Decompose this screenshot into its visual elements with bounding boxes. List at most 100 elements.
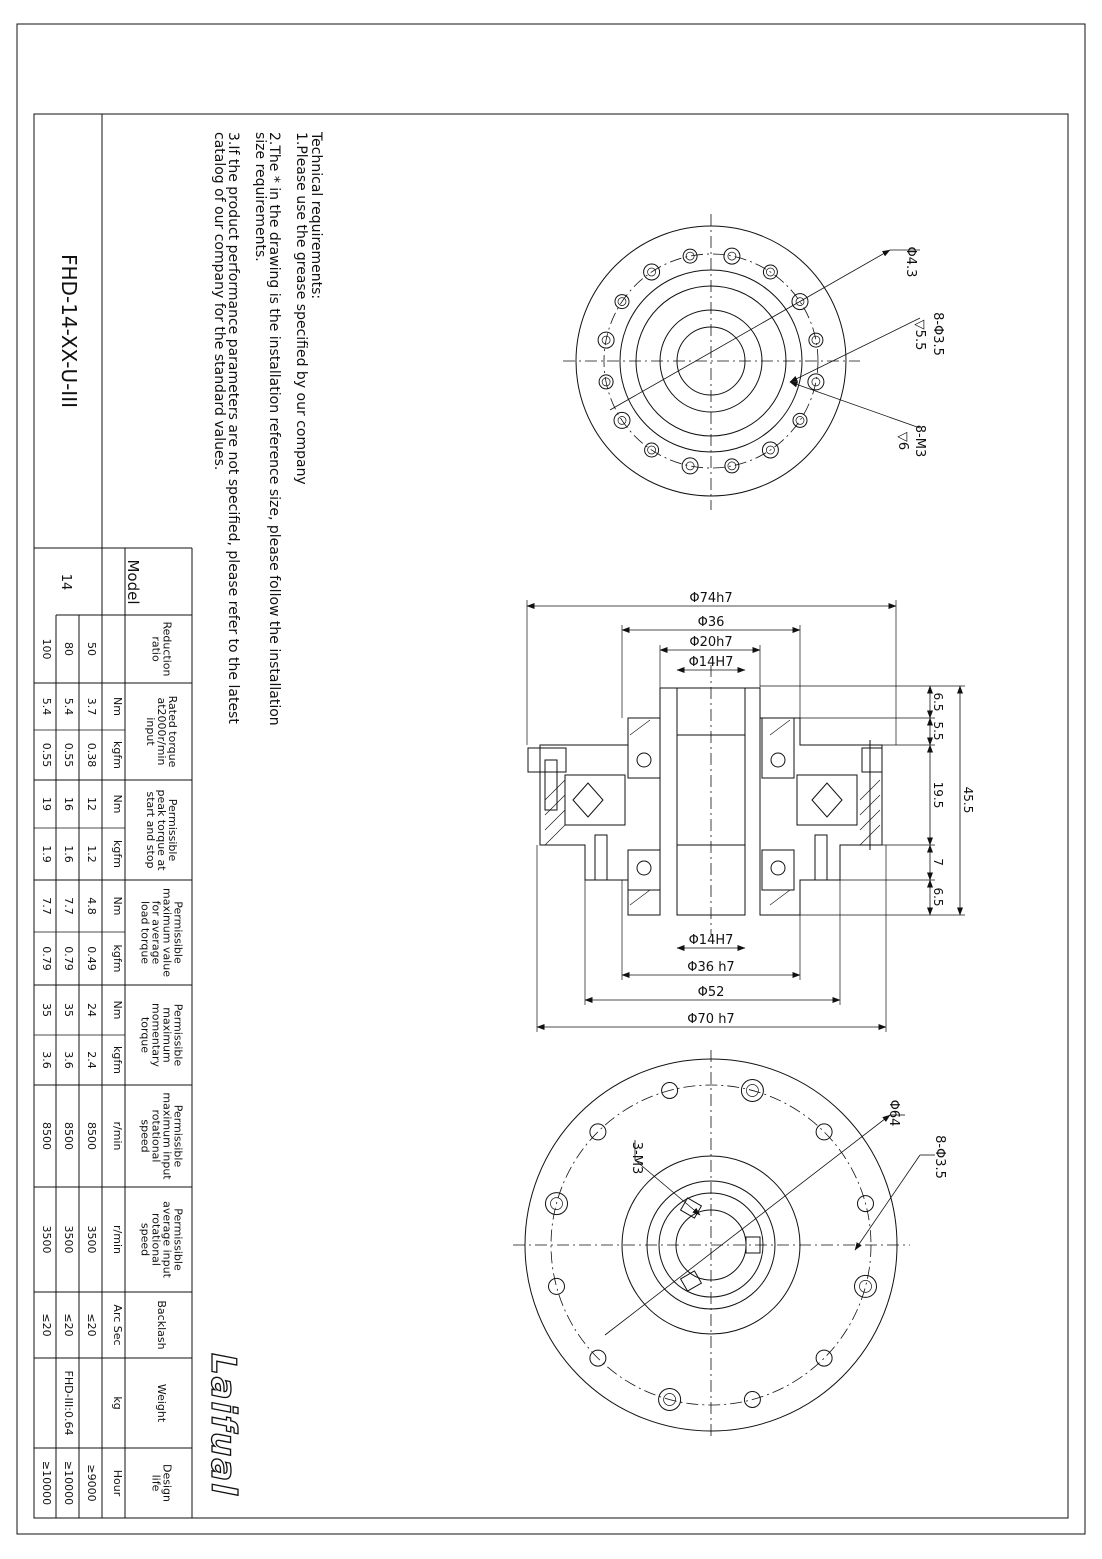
output-hole-inner — [663, 1393, 676, 1406]
spec-header: maximum value — [161, 888, 174, 977]
dim-phi20h7: Φ20h7 — [689, 635, 732, 650]
spec-header: ratio — [150, 636, 163, 662]
mounting-hole — [614, 294, 630, 310]
spec-cell: ≤20 — [40, 1313, 53, 1336]
spec-header: Reduction — [161, 622, 174, 677]
mounting-hole — [792, 412, 808, 428]
spec-cell: ≤20 — [85, 1313, 98, 1336]
output-hole — [589, 1349, 607, 1367]
spec-cell: 3.6 — [62, 1051, 75, 1069]
spec-header: life — [150, 1475, 163, 1492]
dim-3-m3: 3-M3 — [629, 1142, 644, 1174]
dim-len-7: 7 — [931, 858, 945, 866]
mounting-hole — [807, 373, 825, 391]
dim-top-phi43: Φ4.3 — [903, 247, 918, 278]
output-hole-inner — [550, 1197, 563, 1210]
spec-unit: r/min — [111, 1122, 124, 1151]
model-value: 14 — [58, 574, 73, 591]
spec-cell: 3.7 — [85, 698, 98, 716]
spec-header: maximum — [161, 1007, 174, 1062]
output-hole — [661, 1082, 679, 1099]
spec-header: momentary — [150, 1003, 163, 1067]
spec-cell: 35 — [40, 1003, 53, 1017]
spec-unit: kgfm — [111, 1046, 124, 1074]
mounting-hole-inner — [685, 461, 695, 471]
mounting-hole-inner — [647, 267, 656, 277]
dim-phi74h7: Φ74h7 — [689, 591, 732, 606]
spec-cell: 7.7 — [40, 897, 53, 915]
spec-header: Permissible — [172, 1105, 185, 1168]
spec-cell: 3.6 — [40, 1051, 53, 1069]
output-hole — [589, 1123, 607, 1141]
spec-cell: 8500 — [85, 1122, 98, 1150]
model-name: FHD-14-XX-U-III — [57, 254, 81, 408]
spec-cell: 12 — [85, 797, 98, 811]
mounting-hole — [598, 374, 614, 390]
spec-cell: 24 — [85, 1003, 98, 1017]
dim-top-8-phi35: 8-Φ3.5 — [930, 312, 945, 356]
spec-cell: 3500 — [40, 1226, 53, 1254]
spec-cell: 0.79 — [40, 946, 53, 971]
mounting-hole-inner — [617, 416, 627, 425]
mounting-hole — [643, 263, 661, 281]
spec-header: Rated torque — [166, 696, 179, 768]
output-hole-inner — [859, 1280, 872, 1293]
spec-cell: 16 — [62, 797, 75, 811]
output-hole — [854, 1274, 877, 1298]
mounting-hole — [597, 331, 615, 349]
output-hole — [815, 1123, 833, 1141]
dim-len-65-top: 6.5 — [931, 692, 945, 711]
dim-phi14h7-bottom: Φ14H7 — [689, 933, 734, 948]
output-hole — [857, 1195, 874, 1213]
spec-header: speed — [139, 1223, 152, 1256]
dim-len-455: 45.5 — [961, 787, 975, 814]
spec-cell: ≥10000 — [62, 1461, 75, 1505]
spec-cell: 1.2 — [85, 845, 98, 863]
spec-header: torque — [139, 1017, 152, 1053]
spec-cell: 100 — [40, 639, 53, 660]
spec-header: average input — [161, 1201, 174, 1279]
mounting-hole — [724, 458, 740, 474]
spec-cell: 5.4 — [40, 698, 53, 716]
dim-top-8-m3: 8-M3 — [912, 425, 927, 457]
dim-phi52: Φ52 — [698, 985, 725, 1000]
spec-header: maximum input — [161, 1092, 174, 1180]
spec-header: at2000r/min — [155, 697, 168, 765]
note-line: Technical requirements: — [308, 131, 324, 299]
spec-cell: ≥9000 — [85, 1464, 98, 1501]
bottom-view — [513, 1050, 935, 1440]
mounting-hole-inner — [811, 377, 821, 387]
spec-unit: kg — [111, 1396, 124, 1409]
spec-unit: Hour — [111, 1470, 124, 1497]
mounting-hole-inner — [727, 461, 737, 471]
mounting-hole-inner — [647, 445, 656, 455]
spec-cell: 0.38 — [85, 743, 98, 768]
spec-header: Backlash — [155, 1300, 168, 1349]
spec-unit: kgfm — [111, 945, 124, 973]
mounting-hole-inner — [727, 251, 737, 261]
spec-header: input — [144, 717, 157, 746]
mounting-hole — [761, 441, 779, 459]
spec-header: start and stop — [144, 791, 157, 868]
spec-unit: kgfm — [111, 840, 124, 868]
spec-header: rotational — [150, 1110, 163, 1163]
dim-len-65-bottom: 6.5 — [931, 887, 945, 906]
spec-cell: ≥10000 — [40, 1461, 53, 1505]
spec-cell: ≤20 — [62, 1313, 75, 1336]
laifual-logo: Laifual — [203, 1353, 243, 1497]
spec-cell: 2.4 — [85, 1051, 98, 1069]
spec-unit: r/min — [111, 1225, 124, 1254]
output-hole — [548, 1277, 565, 1295]
mounting-hole-inner — [685, 251, 695, 261]
dim-phi70h7: Φ70 h7 — [687, 1012, 734, 1027]
spec-header: for average — [150, 901, 163, 965]
spec-header: Permissible — [172, 1208, 185, 1271]
output-hole — [740, 1079, 764, 1102]
spec-cell: 1.9 — [40, 845, 53, 863]
dim-top-depth6: ▽6 — [895, 432, 910, 450]
output-hole — [743, 1391, 761, 1408]
outer-frame — [16, 23, 1086, 1535]
mounting-hole — [644, 442, 660, 458]
